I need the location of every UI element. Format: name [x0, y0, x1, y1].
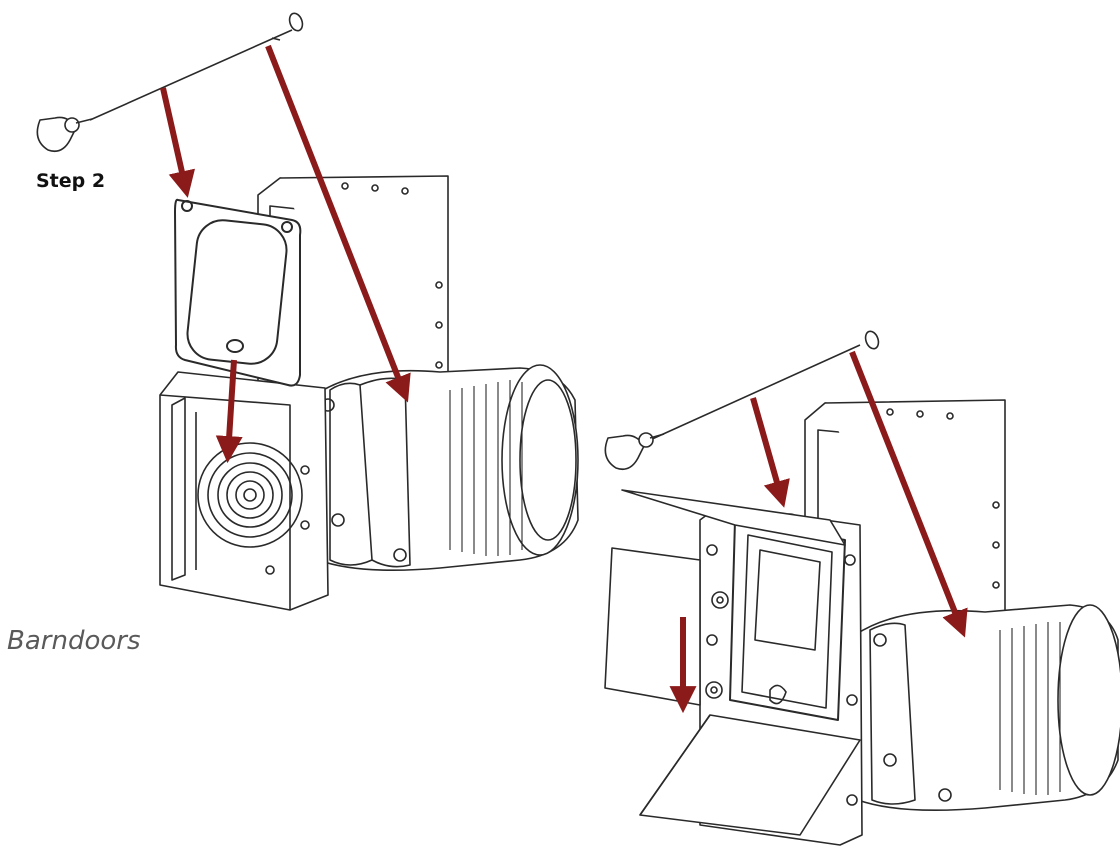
lamp-body-right — [854, 604, 1120, 812]
arrow-cable-to-gel-frame — [160, 87, 196, 198]
step-label: Step 2 — [36, 170, 106, 192]
fixture-left — [36, 12, 579, 611]
safety-cable-right — [604, 330, 880, 471]
install-arrows — [160, 44, 968, 714]
arrow-cable-to-yoke-right — [849, 350, 968, 638]
arrow-cable-to-yoke-left — [265, 44, 411, 403]
barndoor-assembly — [604, 489, 863, 846]
safety-cable-left — [36, 12, 304, 153]
carabiner-right — [604, 432, 665, 471]
fixture-right — [604, 330, 1120, 846]
gel-frame — [174, 198, 302, 387]
lens-housing-left — [159, 371, 329, 611]
caption-barndoors: Barndoors — [7, 626, 141, 656]
arrow-cable-to-barndoor — [750, 397, 790, 508]
arrow-gel-frame-to-lens — [215, 359, 243, 464]
carabiner-left — [36, 116, 93, 153]
lamp-body-left — [314, 364, 579, 572]
